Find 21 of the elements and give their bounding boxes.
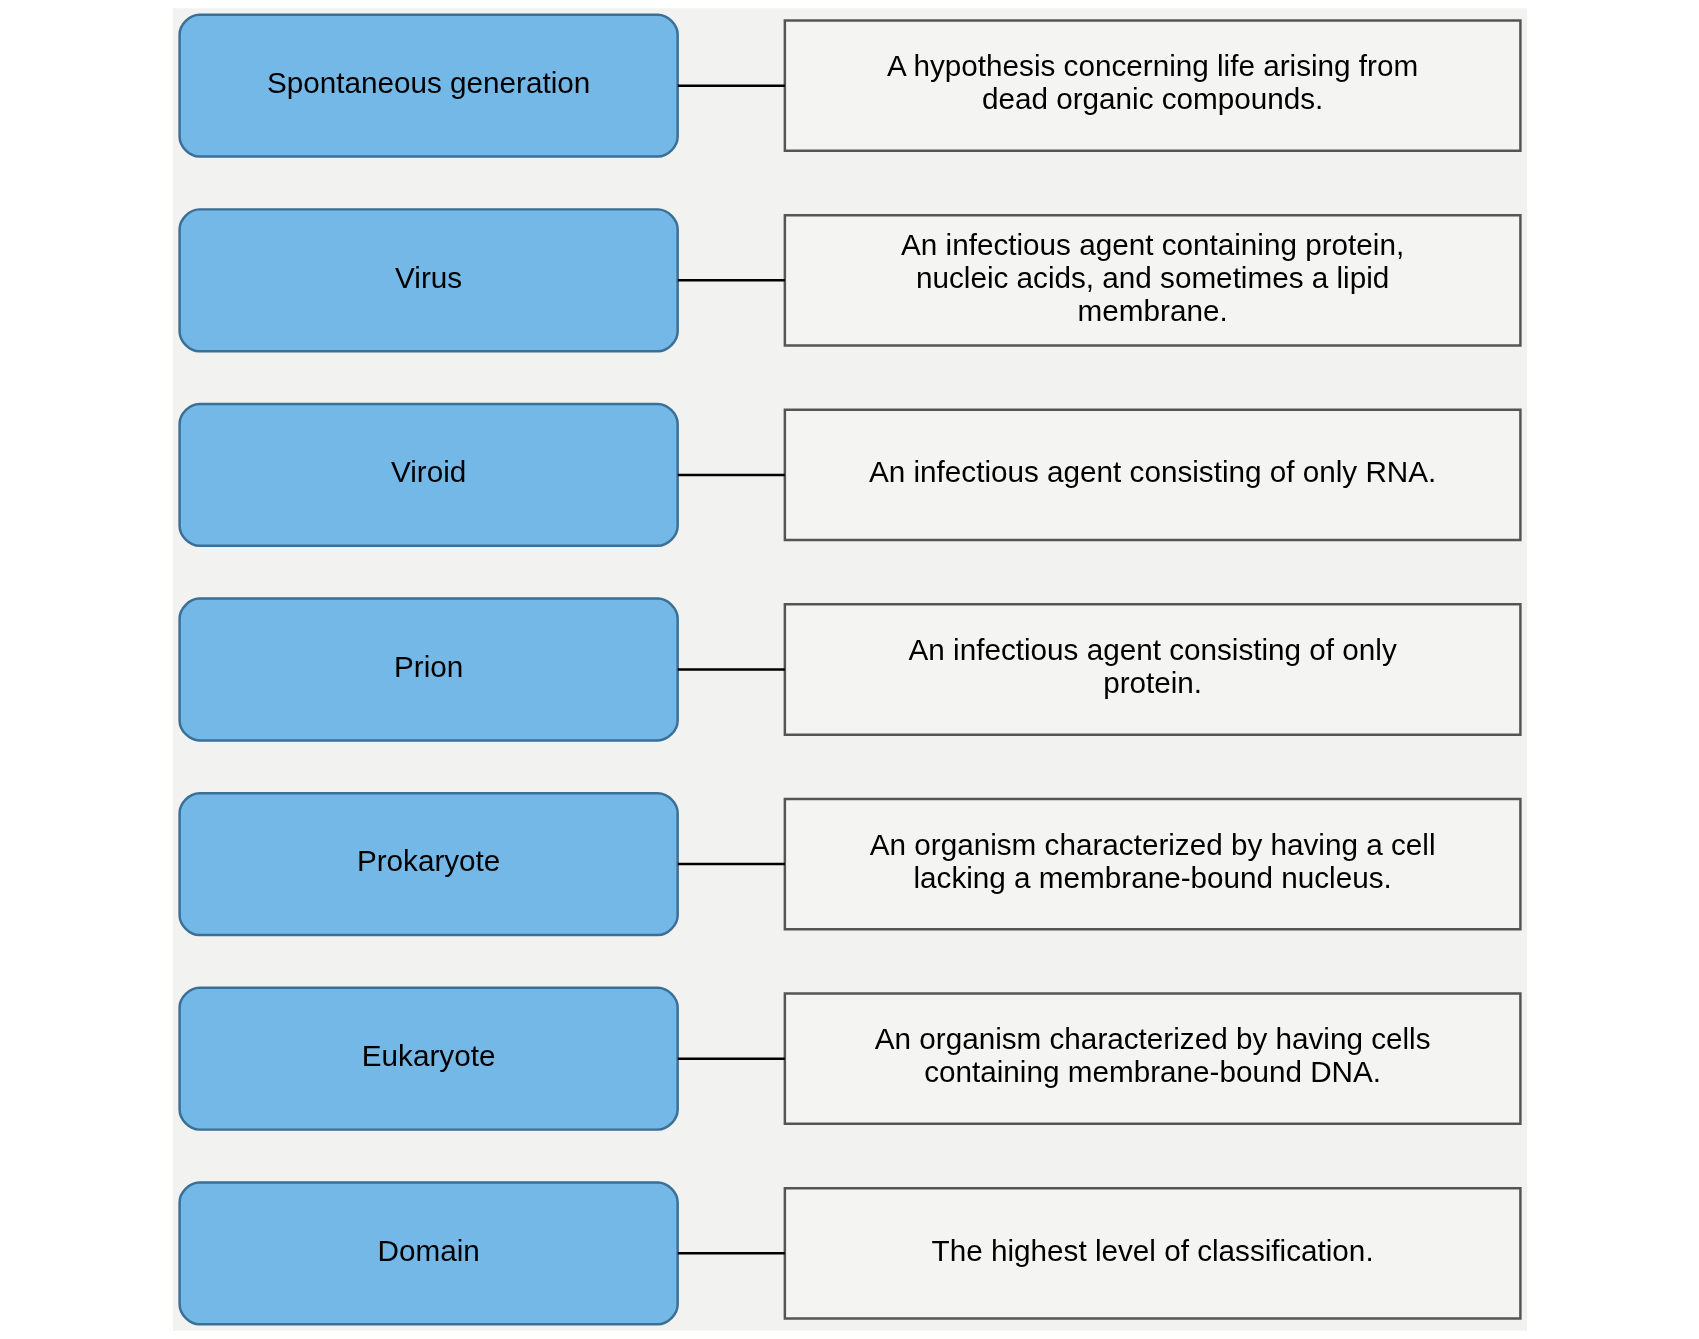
connector bbox=[677, 84, 785, 87]
connector bbox=[677, 279, 785, 282]
connector bbox=[677, 1252, 785, 1255]
connector bbox=[677, 668, 785, 671]
node-box: The highest level of classification. bbox=[783, 1186, 1522, 1320]
node-box: Virus bbox=[177, 208, 679, 353]
node-box: An organism characterized by having a cell lacking a membrane-bound nucleus. bbox=[783, 797, 1522, 931]
node-box: Eukaryote bbox=[177, 986, 679, 1131]
node-box: An infectious agent consisting of only protein. bbox=[783, 603, 1522, 736]
node-box: Prion bbox=[177, 597, 679, 742]
connector bbox=[677, 1057, 785, 1060]
connector bbox=[677, 862, 785, 866]
node-box: Viroid bbox=[177, 402, 679, 548]
node-box: An infectious agent containing protein, nucleic acids, and sometimes a lipid membrane. bbox=[783, 213, 1522, 347]
node-box: An organism characterized by having cells containing membrane-bound DNA. bbox=[783, 992, 1522, 1126]
node-box: Spontaneous generation bbox=[177, 13, 679, 158]
node-box: A hypothesis concerning life arising from dead organic compounds. bbox=[783, 19, 1522, 153]
node-box: Domain bbox=[177, 1181, 679, 1326]
node-box: An infectious agent consisting of only RNA. bbox=[783, 408, 1522, 542]
node-box: Prokaryote bbox=[177, 791, 679, 937]
connector bbox=[677, 473, 785, 477]
